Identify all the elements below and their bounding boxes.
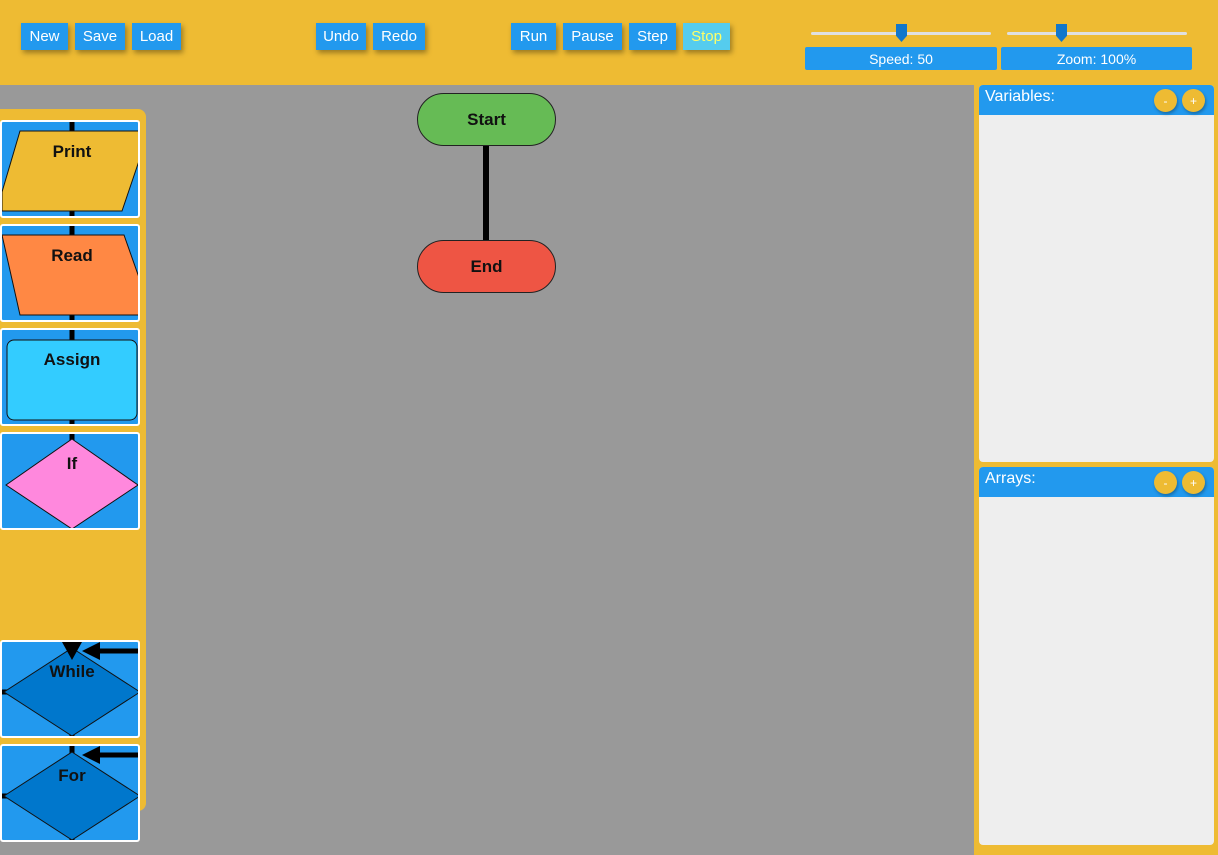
- arrays-title: Arrays:: [985, 470, 1036, 487]
- palette-label-for: For: [58, 766, 86, 785]
- arrays-header: Arrays: - +: [979, 467, 1214, 497]
- while-block-shape: [2, 642, 138, 736]
- zoom-slider-track: [1007, 32, 1187, 35]
- zoom-slider[interactable]: [1007, 24, 1187, 44]
- palette-item-if[interactable]: If: [0, 432, 140, 530]
- variables-header: Variables: - +: [979, 85, 1214, 115]
- palette-item-assign[interactable]: Assign: [0, 328, 140, 426]
- speed-slider-thumb[interactable]: [896, 24, 907, 42]
- palette-label-if: If: [66, 454, 78, 473]
- variables-plus-button[interactable]: +: [1182, 89, 1205, 112]
- palette-item-while[interactable]: While: [0, 640, 140, 738]
- zoom-slider-thumb[interactable]: [1056, 24, 1067, 42]
- variables-title: Variables:: [985, 88, 1055, 105]
- assign-block-shape: [6, 330, 138, 424]
- end-node[interactable]: End: [417, 240, 556, 293]
- palette-item-print[interactable]: Print: [0, 120, 140, 218]
- palette-item-for[interactable]: For: [0, 744, 140, 842]
- palette-label-read: Read: [51, 246, 93, 265]
- arrays-plus-button[interactable]: +: [1182, 471, 1205, 494]
- toolbar: New Save Load Undo Redo Run Pause Step S…: [0, 0, 1218, 85]
- right-panel: Variables: - + Arrays: - +: [974, 85, 1218, 855]
- start-node[interactable]: Start: [417, 93, 556, 146]
- print-block-shape: [2, 122, 138, 216]
- block-palette: Print Read Assign If: [0, 109, 146, 842]
- palette-label-assign: Assign: [43, 350, 101, 369]
- speed-label: Speed: 50: [805, 47, 997, 70]
- step-button[interactable]: Step: [629, 23, 676, 50]
- speed-slider[interactable]: [811, 24, 991, 44]
- run-button[interactable]: Run: [511, 23, 556, 50]
- load-button[interactable]: Load: [132, 23, 181, 50]
- palette-label-while: While: [49, 662, 95, 681]
- zoom-label: Zoom: 100%: [1001, 47, 1192, 70]
- for-block-shape: [2, 746, 138, 840]
- save-button[interactable]: Save: [75, 23, 125, 50]
- undo-button[interactable]: Undo: [316, 23, 366, 50]
- variables-panel: Variables: - +: [979, 85, 1214, 462]
- flowchart-connector: [483, 145, 489, 241]
- if-block-shape: [5, 434, 138, 528]
- read-block-shape: [2, 226, 138, 320]
- arrays-panel: Arrays: - +: [979, 467, 1214, 845]
- stop-button[interactable]: Stop: [683, 23, 730, 50]
- redo-button[interactable]: Redo: [373, 23, 425, 50]
- palette-label-print: Print: [52, 142, 92, 161]
- palette-item-read[interactable]: Read: [0, 224, 140, 322]
- flowchart-canvas[interactable]: Start End: [146, 85, 974, 855]
- new-button[interactable]: New: [21, 23, 68, 50]
- pause-button[interactable]: Pause: [563, 23, 622, 50]
- arrays-minus-button[interactable]: -: [1154, 471, 1177, 494]
- variables-minus-button[interactable]: -: [1154, 89, 1177, 112]
